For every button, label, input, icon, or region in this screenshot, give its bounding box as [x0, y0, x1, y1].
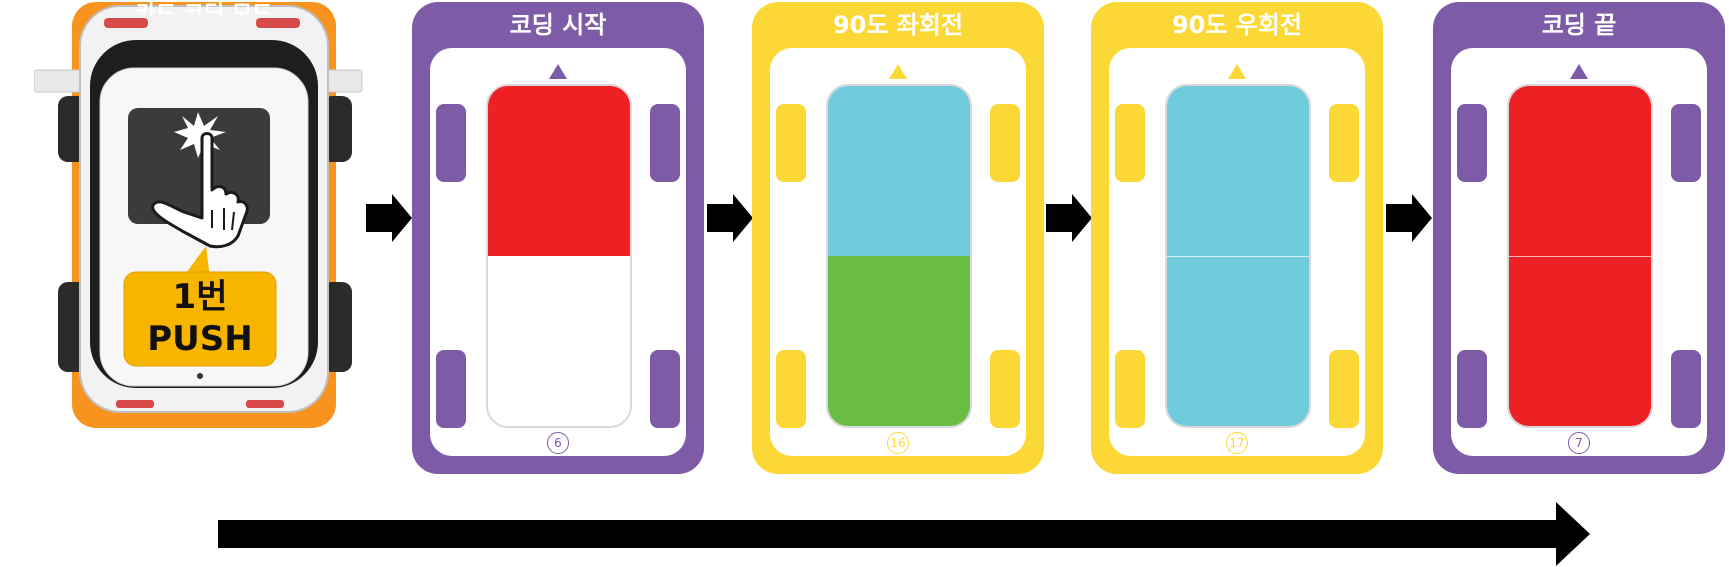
card-tab — [436, 104, 466, 182]
card-number: 17 — [1226, 432, 1248, 454]
up-triangle-icon — [1570, 64, 1588, 79]
card-number: 7 — [1568, 432, 1590, 454]
card-tab — [776, 104, 806, 182]
car-rear-light-right — [246, 400, 284, 408]
push-button-line2: PUSH — [147, 319, 253, 359]
card-tab — [436, 350, 466, 428]
card-title: 코딩 시작 — [509, 11, 607, 39]
timeline-arrow — [218, 502, 1590, 566]
right-arrow-icon — [1386, 194, 1432, 242]
car-wheel-fr — [322, 96, 352, 162]
card-inner: 16 — [770, 48, 1026, 456]
mode-card-title: 카드 코딩 모드 — [135, 2, 273, 27]
card-start: 코딩 시작 6 — [412, 2, 704, 474]
color-block-bottom — [1167, 256, 1309, 426]
up-triangle-icon — [549, 64, 567, 79]
card-tab — [1457, 350, 1487, 428]
card-tab — [990, 350, 1020, 428]
color-block-top — [828, 86, 970, 256]
color-block-top — [1167, 86, 1309, 256]
right-arrow-icon — [366, 194, 412, 242]
push-button-line1: 1번 — [172, 277, 228, 317]
card-inner: 7 — [1451, 48, 1707, 456]
right-arrow-icon — [1046, 194, 1092, 242]
card-tab — [1671, 104, 1701, 182]
bubble-tail — [184, 246, 210, 278]
card-tab — [1115, 104, 1145, 182]
card-tab — [1457, 104, 1487, 182]
car-wheel-rr — [322, 282, 352, 372]
pointing-hand-icon — [151, 132, 249, 249]
card-inner: 17 — [1109, 48, 1365, 456]
color-block — [1507, 84, 1653, 428]
color-block-bottom — [1509, 256, 1651, 426]
car-light-right — [256, 18, 300, 28]
card-turn-left: 90도 좌회전 16 — [752, 2, 1044, 474]
push-button-bg — [123, 271, 277, 367]
robot-car: 카드 코딩 모드 1번 PUSH — [33, 0, 402, 470]
color-block-top — [488, 86, 630, 256]
card-title: 90도 좌회전 — [832, 11, 964, 39]
color-block — [826, 84, 972, 428]
card-tab — [650, 104, 680, 182]
push-button[interactable]: 1번 PUSH — [124, 276, 276, 366]
card-number: 16 — [887, 432, 909, 454]
car-rear-light-left — [116, 400, 154, 408]
color-block-top — [1509, 86, 1651, 256]
card-turn-right: 90도 우회전 17 — [1091, 2, 1383, 474]
card-tab — [1671, 350, 1701, 428]
step-arrow-3 — [1046, 194, 1092, 242]
step-arrow-4 — [1386, 194, 1432, 242]
step-arrow-1 — [366, 194, 412, 242]
card-tab — [776, 350, 806, 428]
card-number: 6 — [547, 432, 569, 454]
color-block-bottom — [828, 256, 970, 426]
card-tab — [1115, 350, 1145, 428]
color-block-bottom — [488, 256, 630, 426]
card-end: 코딩 끝 7 — [1433, 2, 1725, 474]
card-tab — [990, 104, 1020, 182]
color-block — [486, 84, 632, 428]
up-triangle-icon — [889, 64, 907, 79]
card-tab — [1329, 350, 1359, 428]
up-triangle-icon — [1228, 64, 1246, 79]
car-light-left — [104, 18, 148, 28]
color-block-divider — [1167, 256, 1309, 257]
robot-car-illustration — [33, 2, 363, 428]
card-tab — [1329, 104, 1359, 182]
long-right-arrow-icon — [218, 502, 1590, 566]
step-arrow-2 — [707, 194, 753, 242]
card-title: 코딩 끝 — [1541, 11, 1617, 39]
color-block-divider — [1509, 256, 1651, 257]
color-block — [1165, 84, 1311, 428]
right-arrow-icon — [707, 194, 753, 242]
card-title: 90도 우회전 — [1171, 11, 1303, 39]
card-inner: 6 — [430, 48, 686, 456]
card-tab — [650, 350, 680, 428]
